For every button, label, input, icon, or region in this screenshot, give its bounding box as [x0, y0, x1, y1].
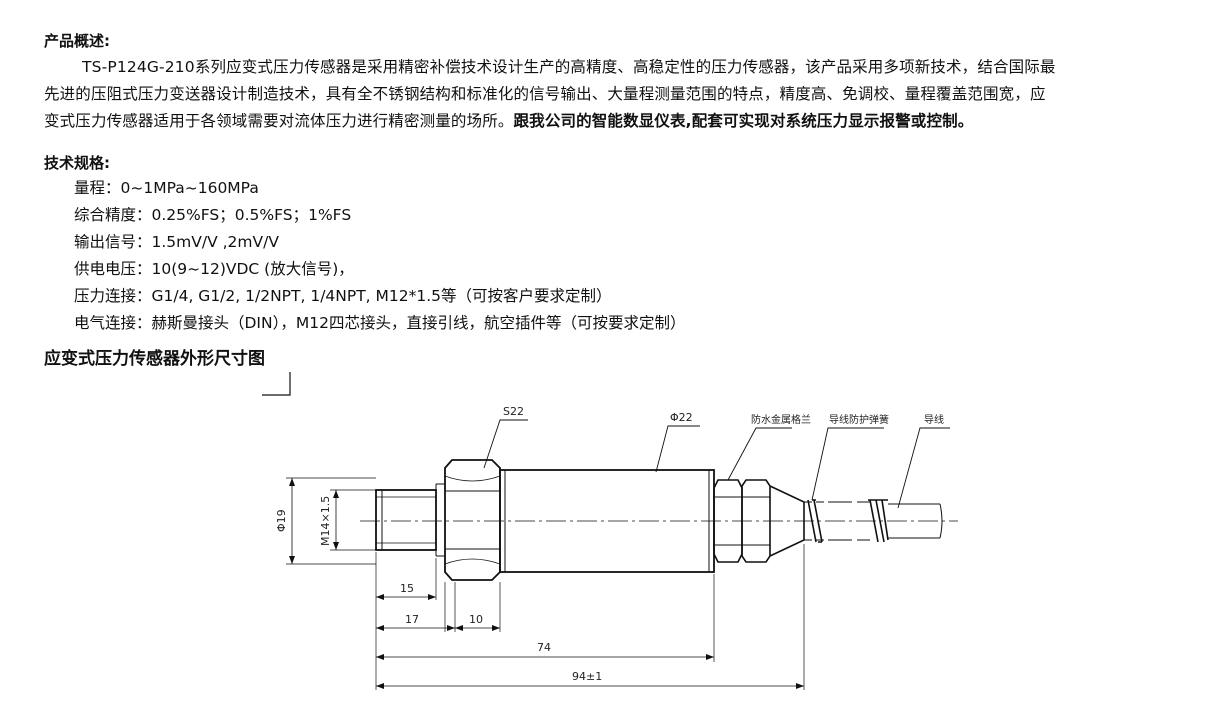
spec-item-accuracy: 综合精度：0.25%FS；0.5%FS；1%FS: [74, 206, 352, 224]
wire: [888, 503, 943, 539]
label-dim-94: 94±1: [572, 670, 602, 683]
label-thread: M14×1.5: [319, 496, 332, 546]
overview-bold-text: 跟我公司的智能数显仪表,配套可实现对系统压力显示报警或控制。: [513, 112, 974, 130]
overview-line-3: 变式压力传感器适用于各领域需要对流体压力进行精密测量的场所。跟我公司的智能数显仪…: [44, 108, 1174, 135]
protective-spring: [804, 499, 889, 543]
leader-body: [655, 425, 700, 473]
overview-text-1: TS-P124G-210系列应变式压力传感器是采用精密补偿技术设计生产的高精度、…: [82, 58, 1056, 76]
label-flange: 防水金属格兰: [751, 413, 811, 426]
label-dia19: Φ19: [275, 509, 288, 532]
leader-wire: [897, 427, 950, 509]
label-dim-17: 17: [405, 613, 419, 626]
overview-line-2: 先进的压阻式压力变送器设计制造技术，具有全不锈钢结构和标准化的信号输出、大量程测…: [44, 85, 1046, 103]
label-wire: 导线: [924, 413, 944, 426]
threaded-end: [375, 483, 445, 557]
cable-gland: [713, 479, 805, 563]
label-hex: S22: [503, 405, 524, 418]
overview-text-3: 变式压力传感器适用于各领域需要对流体压力进行精密测量的场所。: [44, 112, 514, 130]
leader-spring: [811, 427, 884, 501]
overview-paragraph: TS-P124G-210系列应变式压力传感器是采用精密补偿技术设计生产的高精度、…: [44, 54, 1174, 135]
overview-line-1: TS-P124G-210系列应变式压力传感器是采用精密补偿技术设计生产的高精度、…: [44, 54, 1174, 81]
spec-item-pressure-connection: 压力连接：G1/4, G1/2, 1/2NPT, 1/4NPT, M12*1.5…: [74, 287, 612, 305]
label-body-dia: Φ22: [670, 411, 693, 424]
spec-item-electrical-connection: 电气连接：赫斯曼接头（DIN），M12四芯接头，直接引线，航空插件等（可按要求定…: [74, 314, 686, 332]
label-dim-10: 10: [469, 613, 483, 626]
overview-heading: 产品概述:: [44, 32, 110, 50]
label-spring: 导线防护弹簧: [829, 413, 889, 426]
label-dim-74: 74: [537, 641, 551, 654]
leader-flange: [727, 427, 792, 481]
spec-item-supply: 供电电压：10(9~12)VDC (放大信号)，: [74, 260, 354, 278]
leader-hex: [483, 419, 528, 469]
title-corner-mark: [262, 372, 291, 396]
drawing-title: 应变式压力传感器外形尺寸图: [44, 349, 265, 369]
spec-item-range: 量程：0~1MPa~160MPa: [74, 179, 259, 197]
specs-heading: 技术规格:: [44, 154, 110, 172]
label-dim-15: 15: [400, 582, 414, 595]
spec-item-output: 输出信号：1.5mV/V ,2mV/V: [74, 233, 279, 251]
hex-nut: [444, 459, 501, 581]
